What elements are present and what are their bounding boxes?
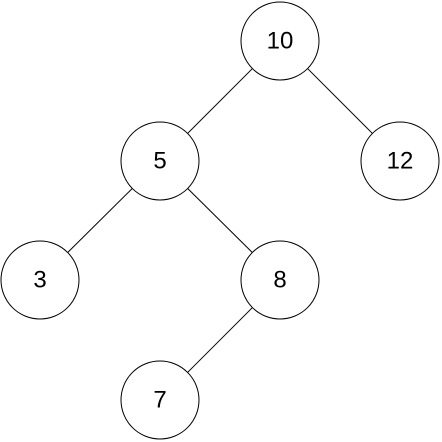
tree-node-12: 12 xyxy=(360,121,440,201)
node-circle xyxy=(0,240,80,320)
node-label: 8 xyxy=(273,267,286,294)
node-circle xyxy=(120,121,200,201)
node-label: 3 xyxy=(33,267,46,294)
edge-n10-n12 xyxy=(307,68,373,134)
edge-n5-n8 xyxy=(187,188,253,253)
tree-node-10: 10 xyxy=(240,1,320,81)
node-label: 5 xyxy=(153,148,166,175)
edge-n8-n7 xyxy=(187,307,253,373)
tree-node-8: 8 xyxy=(240,240,320,320)
tree-node-3: 3 xyxy=(0,240,80,320)
node-label: 12 xyxy=(387,148,414,175)
node-circle xyxy=(360,121,440,201)
edge-n5-n3 xyxy=(67,188,133,253)
tree-node-5: 5 xyxy=(120,121,200,201)
tree-node-7: 7 xyxy=(120,360,200,440)
node-label: 7 xyxy=(153,387,166,414)
node-circle xyxy=(240,1,320,81)
edge-n10-n5 xyxy=(187,68,253,134)
node-circle xyxy=(120,360,200,440)
node-label: 10 xyxy=(267,28,294,55)
node-circle xyxy=(240,240,320,320)
